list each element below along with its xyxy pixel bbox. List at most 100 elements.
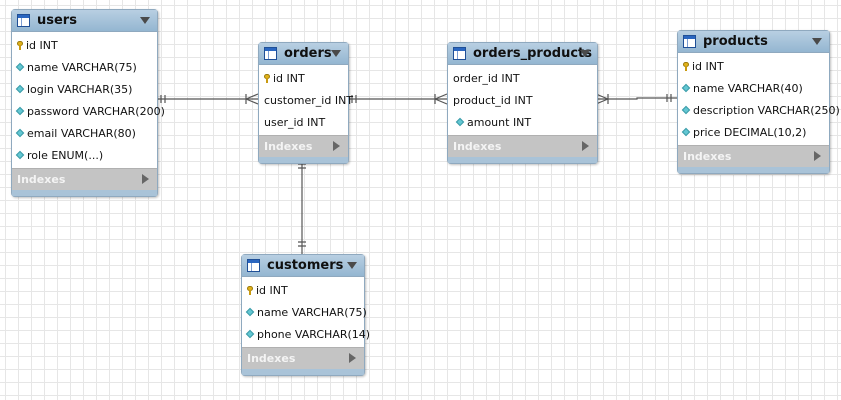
table-customers[interactable]: customers id INT name VARCHAR(75) phone … — [241, 254, 370, 376]
column-label: amount INT — [467, 115, 532, 129]
column-row[interactable]: login VARCHAR(35) — [12, 78, 157, 100]
column-label: name VARCHAR(40) — [693, 81, 803, 95]
table-header[interactable]: orders — [259, 43, 348, 65]
primary-key-icon — [683, 61, 689, 71]
column-list: id INT name VARCHAR(75) login VARCHAR(35… — [12, 32, 165, 168]
column-label: phone VARCHAR(14) — [257, 327, 371, 341]
table-footer — [242, 369, 364, 375]
column-label: description VARCHAR(250) — [693, 103, 840, 117]
column-row[interactable]: name VARCHAR(75) — [242, 301, 367, 323]
primary-key-icon — [264, 73, 270, 83]
attribute-icon — [15, 106, 25, 116]
many-mark-orders-products-end — [434, 93, 448, 105]
table-header[interactable]: products — [678, 31, 829, 53]
column-list: id INT name VARCHAR(75) phone VARCHAR(14… — [242, 277, 370, 347]
column-row[interactable]: description VARCHAR(250) — [678, 99, 840, 121]
collapse-arrow-icon[interactable] — [812, 38, 822, 45]
indexes-bar[interactable]: Indexes — [12, 168, 157, 190]
indexes-bar[interactable]: Indexes — [678, 145, 829, 167]
table-orders[interactable]: orders id INT customer_id INT user_id IN… — [258, 42, 353, 164]
attribute-icon — [245, 307, 255, 317]
table-name: products — [703, 34, 768, 49]
table-icon — [247, 259, 260, 272]
attribute-icon — [15, 150, 25, 160]
column-row[interactable]: order_id INT — [448, 67, 597, 89]
column-label: customer_id INT — [264, 93, 354, 107]
column-label: id INT — [256, 283, 288, 297]
column-row[interactable]: password VARCHAR(200) — [12, 100, 165, 122]
expand-arrow-icon[interactable] — [582, 141, 589, 151]
column-label: price DECIMAL(10,2) — [693, 125, 807, 139]
collapse-arrow-icon[interactable] — [347, 262, 357, 269]
column-row[interactable]: name VARCHAR(40) — [678, 77, 829, 99]
column-label: user_id INT — [264, 115, 326, 129]
table-products[interactable]: products id INT name VARCHAR(40) descrip… — [677, 30, 840, 174]
table-footer — [678, 167, 829, 173]
one-mark-products-end — [666, 94, 672, 102]
column-list: order_id INT product_id INT amount INT — [448, 65, 597, 135]
column-list: id INT name VARCHAR(40) description VARC… — [678, 53, 840, 145]
column-label: product_id INT — [453, 93, 533, 107]
column-label: login VARCHAR(35) — [27, 82, 133, 96]
column-row[interactable]: user_id INT — [259, 111, 348, 133]
table-orders-products[interactable]: orders_products order_id INT product_id … — [447, 42, 598, 164]
indexes-bar[interactable]: Indexes — [259, 135, 348, 157]
column-label: password VARCHAR(200) — [27, 104, 165, 118]
table-name: customers — [267, 258, 344, 273]
attribute-icon — [681, 105, 691, 115]
column-row[interactable]: email VARCHAR(80) — [12, 122, 157, 144]
attribute-icon — [681, 127, 691, 137]
table-icon — [683, 35, 696, 48]
table-name: users — [37, 13, 77, 28]
column-row[interactable]: role ENUM(...) — [12, 144, 157, 166]
column-row[interactable]: price DECIMAL(10,2) — [678, 121, 829, 143]
collapse-arrow-icon[interactable] — [331, 50, 341, 57]
column-row[interactable]: id INT — [12, 34, 157, 56]
many-mark-orders-end — [245, 93, 259, 105]
primary-key-icon — [247, 285, 253, 295]
many-mark-orders-products-right-end — [595, 93, 609, 105]
collapse-arrow-icon[interactable] — [580, 50, 590, 57]
table-header[interactable]: customers — [242, 255, 364, 277]
table-name: orders_products — [473, 46, 592, 61]
table-header[interactable]: users — [12, 10, 157, 32]
indexes-bar[interactable]: Indexes — [448, 135, 597, 157]
indexes-bar[interactable]: Indexes — [242, 347, 364, 369]
column-label: id INT — [273, 71, 305, 85]
indexes-label: Indexes — [17, 173, 66, 186]
collapse-arrow-icon[interactable] — [140, 17, 150, 24]
attribute-icon — [681, 83, 691, 93]
indexes-label: Indexes — [247, 352, 296, 365]
attribute-icon — [15, 62, 25, 72]
column-row[interactable]: product_id INT — [448, 89, 597, 111]
table-header[interactable]: orders_products — [448, 43, 597, 65]
column-row[interactable]: customer_id INT — [259, 89, 353, 111]
column-row[interactable]: id INT — [259, 67, 348, 89]
one-mark-orders-end — [351, 95, 357, 103]
relationship-products-orders-products[interactable] — [596, 97, 677, 100]
expand-arrow-icon[interactable] — [142, 174, 149, 184]
column-row[interactable]: amount INT — [448, 111, 597, 133]
table-icon — [264, 47, 277, 60]
column-label: id INT — [692, 59, 724, 73]
column-label: email VARCHAR(80) — [27, 126, 136, 140]
expand-arrow-icon[interactable] — [333, 141, 340, 151]
table-users[interactable]: users id INT name VARCHAR(75) login VARC… — [11, 9, 165, 197]
column-label: name VARCHAR(75) — [257, 305, 367, 319]
table-icon — [453, 47, 466, 60]
column-label: order_id INT — [453, 71, 520, 85]
column-list: id INT customer_id INT user_id INT — [259, 65, 353, 135]
expand-arrow-icon[interactable] — [814, 151, 821, 161]
table-footer — [12, 190, 157, 196]
indexes-label: Indexes — [264, 140, 313, 153]
column-row[interactable]: phone VARCHAR(14) — [242, 323, 370, 345]
indexes-label: Indexes — [453, 140, 502, 153]
column-row[interactable]: id INT — [678, 55, 829, 77]
expand-arrow-icon[interactable] — [349, 353, 356, 363]
column-label: role ENUM(...) — [27, 148, 104, 162]
column-row[interactable]: name VARCHAR(75) — [12, 56, 157, 78]
column-row[interactable]: id INT — [242, 279, 364, 301]
one-mark-users-end — [160, 95, 166, 103]
